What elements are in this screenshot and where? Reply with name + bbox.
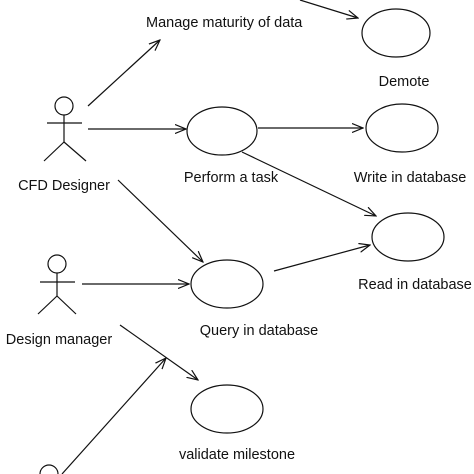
actor-cfd-designer-label: CFD Designer [18, 178, 110, 194]
usecase-perform-task-label: Perform a task [183, 170, 279, 186]
usecase-write-db-label: Write in database [353, 170, 467, 186]
actor-cfd-designer-figure [43, 96, 87, 162]
usecase-demote-label: Demote [378, 74, 430, 90]
edge-cfd-to-query-db [117, 179, 203, 262]
edge-query-db-to-read-db [273, 245, 370, 272]
usecase-validate-milestone-label: validate milestone [178, 447, 296, 463]
usecase-manage-maturity-label: Manage maturity of data [146, 15, 303, 31]
edge-offscreen-to-demote [299, 0, 358, 18]
usecase-query-db-label: Query in database [199, 323, 319, 339]
actor-design-manager-label: Design manager [5, 332, 113, 348]
actor-design-manager-figure [37, 254, 77, 315]
usecase-perform-task-ellipse [186, 106, 258, 156]
usecase-query-db-ellipse [190, 259, 264, 309]
usecase-read-db-ellipse [371, 212, 445, 262]
usecase-demote-ellipse [361, 8, 431, 58]
edge-manager-to-validate-milestone [119, 324, 198, 380]
edge-perform-task-to-read-db [241, 151, 376, 216]
actor-partial-figure [39, 464, 59, 474]
usecase-read-db-label: Read in database [358, 277, 472, 293]
usecase-write-db-ellipse [365, 103, 439, 153]
edge-offscreen-actor-to-validate-milestone [61, 358, 166, 474]
edge-cfd-to-manage-maturity [87, 40, 160, 107]
usecase-validate-milestone-ellipse [190, 384, 264, 434]
